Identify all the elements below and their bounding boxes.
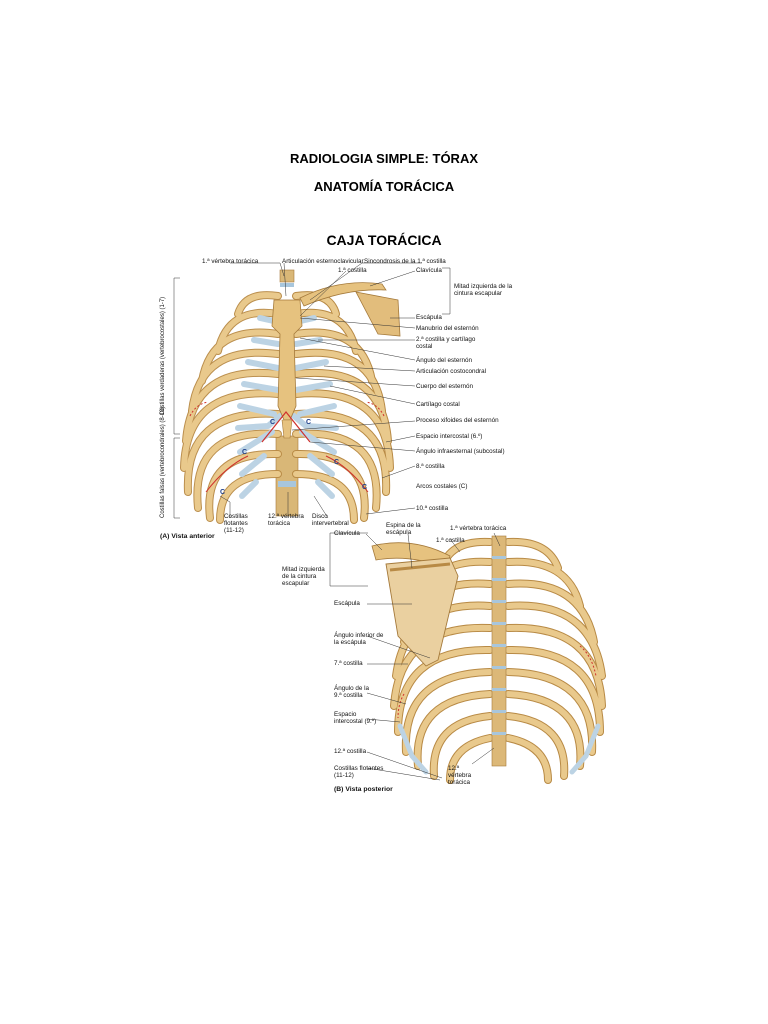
costal-arch-mark: C <box>270 419 276 426</box>
label-infrasternal-angle: Ángulo infraesternal (subcostal) <box>416 448 505 455</box>
label-ninth-rib-angle: Ángulo de la 9.ª costilla <box>334 685 370 699</box>
label-inferior-angle-scapula: Ángulo inferior de la escápula <box>334 632 384 646</box>
label-left-shoulder-girdle-posterior: Mitad izquierda de la cintura escapular <box>282 566 325 587</box>
label-twelfth-thoracic-vertebra-posterior: 12.ª vértebra torácica <box>448 765 472 786</box>
label-clavicle-posterior: Clavícula <box>334 530 360 537</box>
label-floating-ribs-posterior: Costillas flotantes (11-12) <box>334 765 384 779</box>
label-first-rib: 1.ª costilla <box>338 267 367 274</box>
label-sternoclavicular-joint: Articulación esternoclavicular <box>282 258 364 265</box>
label-first-thoracic-vertebra-posterior: 1.ª vértebra torácica <box>450 525 507 532</box>
label-scapular-spine: Espina de la escápula <box>386 522 421 536</box>
label-twelfth-thoracic-vertebra-anterior: 12.ª vértebra torácica <box>268 513 304 527</box>
label-first-rib-synchondrosis: Sincondrosis de la 1.ª costilla <box>364 258 446 265</box>
label-tenth-rib: 10.ª costilla <box>416 505 449 512</box>
posterior-view-drawing <box>371 535 606 784</box>
costal-arch-mark: C <box>242 449 248 456</box>
section-heading: CAJA TORÁCICA <box>326 232 442 248</box>
label-second-rib-cartilage: 2.ª costilla y cartílago costal <box>416 336 476 350</box>
document-title: RADIOLOGIA SIMPLE: TÓRAX <box>289 151 479 166</box>
label-sternal-angle: Ángulo del esternón <box>416 357 473 364</box>
costal-arch-mark: C <box>334 459 340 466</box>
label-costochondral-joint: Articulación costocondral <box>416 368 487 375</box>
costal-arch-mark: C <box>362 484 368 491</box>
label-seventh-rib: 7.ª costilla <box>334 660 363 667</box>
label-twelfth-rib: 12.ª costilla <box>334 748 367 755</box>
label-clavicle: Clavícula <box>416 267 442 274</box>
thoracic-cage-illustration <box>173 262 606 784</box>
label-sternum-body: Cuerpo del esternón <box>416 383 474 390</box>
label-eighth-rib: 8.ª costilla <box>416 463 445 470</box>
document-subtitle: ANATOMÍA TORÁCICA <box>313 179 455 194</box>
label-floating-ribs-anterior: Costillas flotantes (11-12) <box>224 513 248 534</box>
caption-posterior-view: (B) Vista posterior <box>334 786 393 793</box>
costal-arch-mark: C <box>306 419 312 426</box>
label-scapula: Escápula <box>416 314 442 321</box>
label-intercostal-space-6: Espacio intercostal (6.º) <box>416 433 483 440</box>
thoracic-cage-figure: 1.ª vértebra torácica Articulación ester… <box>150 256 610 801</box>
label-manubrium: Manubrio del esternón <box>416 325 479 332</box>
label-left-shoulder-girdle: Mitad izquierda de la cintura escapular <box>454 283 513 297</box>
anterior-view-drawing <box>180 269 401 524</box>
label-xiphoid-process: Proceso xifoides del esternón <box>416 417 499 424</box>
label-costal-cartilage: Cartílago costal <box>416 401 460 408</box>
label-first-rib-posterior: 1.ª costilla <box>436 537 465 544</box>
label-false-ribs: Costillas falsas (vertebrocondrales) (8-… <box>160 406 166 518</box>
label-scapula-posterior: Escápula <box>334 600 360 607</box>
caption-anterior-view: (A) Vista anterior <box>160 533 215 540</box>
label-costal-arches: Arcos costales (C) <box>416 483 468 490</box>
label-first-thoracic-vertebra: 1.ª vértebra torácica <box>202 258 259 265</box>
label-intercostal-space-9: Espacio intercostal (9.º) <box>334 711 377 725</box>
costal-arch-mark: C <box>220 489 226 496</box>
label-intervertebral-disc: Disco intervertebral <box>312 513 349 527</box>
